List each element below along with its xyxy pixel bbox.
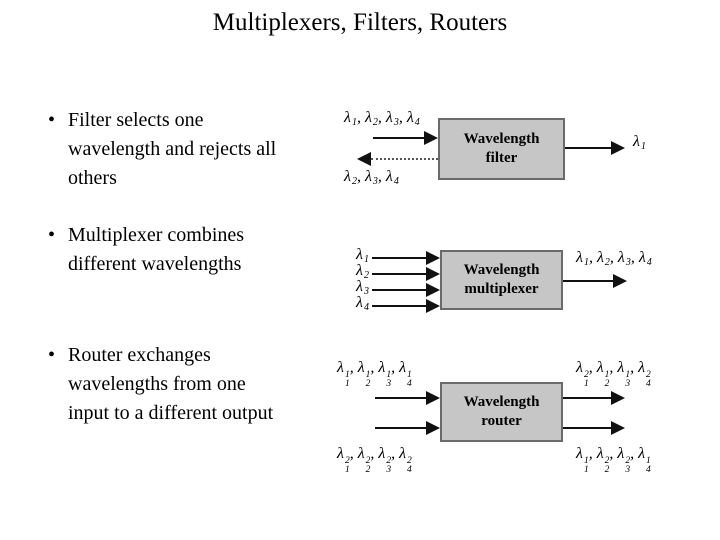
bullet-marker: •	[48, 344, 56, 366]
router-output-bottom-arrowhead-icon	[611, 421, 625, 435]
mux-input-label-3: λ3	[356, 278, 369, 297]
router-input-bottom-arrowhead-icon	[426, 421, 440, 435]
router-output-top-arrowhead-icon	[611, 391, 625, 405]
bullet-marker: •	[48, 224, 56, 246]
router-input-bottom-line	[375, 427, 426, 429]
slide-title: Multiplexers, Filters, Routers	[212, 9, 508, 36]
mux-input-line-2	[372, 273, 426, 275]
mux-input-label-4: λ4	[356, 294, 369, 313]
filter-rejected-label: λ2, λ3, λ4	[344, 168, 399, 187]
mux-input-arrowhead-icon-2	[426, 267, 440, 281]
filter-output-line	[565, 147, 611, 149]
router-input-top-arrowhead-icon	[426, 391, 440, 405]
mux-input-line-3	[372, 289, 426, 291]
mux-input-line-1	[372, 257, 426, 259]
filter-rejected-line	[371, 158, 438, 160]
filter-input-label: λ1, λ2, λ3, λ4	[344, 109, 420, 128]
mux-input-label-1: λ1	[356, 246, 369, 265]
mux-input-arrowhead-icon-3	[426, 283, 440, 297]
mux-input-label-2: λ2	[356, 262, 369, 281]
bullet-marker: •	[48, 109, 56, 131]
router-output-bottom-line	[563, 427, 611, 429]
filter-output-arrowhead-icon	[611, 141, 625, 155]
mux-output-label: λ1, λ2, λ3, λ4	[576, 249, 652, 268]
filter-output-label: λ1	[633, 133, 646, 152]
filter-input-line	[373, 137, 426, 139]
filter-rejected-arrowhead-icon	[357, 152, 371, 166]
mux-input-arrowhead-icon-4	[426, 299, 440, 313]
mux-input-arrowhead-icon-1	[426, 251, 440, 265]
mux-input-line-4	[372, 305, 426, 307]
mux-output-arrowhead-icon	[613, 274, 627, 288]
router-input-top-line	[375, 397, 426, 399]
mux-output-line	[563, 280, 613, 282]
router-output-top-line	[563, 397, 611, 399]
filter-input-arrowhead-icon	[424, 131, 438, 145]
